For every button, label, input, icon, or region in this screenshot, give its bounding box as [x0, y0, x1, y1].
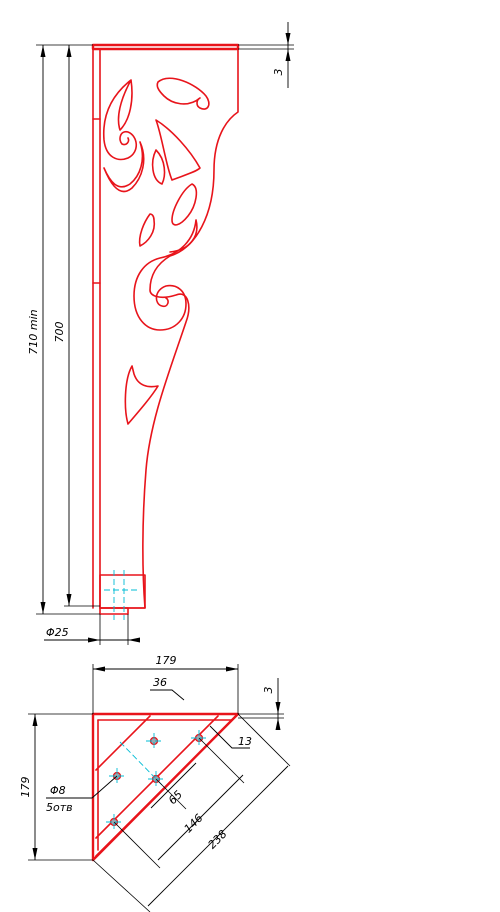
bracket-hole-centerline	[119, 741, 166, 789]
hole-callout-leader	[46, 775, 118, 799]
hole-count-label: 5отв	[46, 801, 73, 814]
dim-65-label: 65	[166, 788, 185, 807]
dim-36-leader	[150, 689, 185, 701]
ext-diag-3	[113, 821, 161, 869]
dim-179v-arrow-bottom	[32, 848, 38, 860]
dim-b3-label: 3	[262, 687, 275, 694]
cutout-top-leaf	[156, 77, 210, 110]
dim-179h-arrow-left	[93, 666, 105, 672]
dim-phi25-label: Φ25	[46, 626, 69, 639]
bracket-band-2	[95, 715, 237, 857]
dim-3-arrow-bottom	[285, 49, 291, 61]
ext-diag-1	[155, 778, 187, 810]
dim-179h-label: 179	[156, 654, 177, 667]
dim-710-label: 710 min	[27, 309, 40, 354]
dim-65-line	[150, 762, 197, 809]
dim-3-label: 3	[272, 69, 285, 76]
dim-700-arrow-bottom	[66, 594, 72, 606]
leg-dimensions: 710 min 700 3 Φ25	[27, 22, 294, 645]
bracket-band-1	[95, 715, 151, 771]
dim-36-label: 36	[153, 676, 167, 689]
dim-179v-label: 179	[19, 777, 32, 798]
cutout-left-scroll	[102, 79, 138, 161]
cutout-middle-scroll	[133, 219, 198, 331]
dim-700-label: 700	[53, 322, 66, 343]
dim-13-leader	[209, 725, 250, 749]
ext-diag-5	[92, 859, 151, 912]
dim-phi25-arrow-right	[128, 637, 140, 643]
dim-179h-arrow-right	[226, 666, 238, 672]
cutout-left-drop	[151, 149, 166, 185]
hole-diameter-label: Φ8	[50, 784, 66, 797]
cutout-center-petal	[155, 119, 201, 181]
dim-b3-arrow-bottom	[275, 718, 281, 730]
bracket-dimensions: 179 179 3 36 13 65 146 238 Φ8	[19, 654, 291, 912]
ext-diag-4	[237, 713, 291, 767]
cutout-small-diamond	[138, 213, 156, 247]
dim-710-arrow-bottom	[40, 602, 46, 614]
dim-146-line	[157, 774, 244, 861]
dim-146-label: 146	[182, 812, 206, 836]
leg-foot	[99, 574, 146, 609]
dim-phi25-arrow-left	[88, 637, 100, 643]
dim-700-arrow-top	[66, 45, 72, 57]
dim-3-arrow-top	[285, 33, 291, 45]
dim-710-arrow-top	[40, 45, 46, 57]
leg-view	[91, 43, 240, 620]
cutout-oval	[171, 183, 198, 226]
dim-13-label: 13	[238, 735, 252, 748]
ext-diag-2	[198, 737, 245, 784]
dim-179v-arrow-top	[32, 714, 38, 726]
cutout-lower-leaf	[124, 365, 159, 425]
hole-1	[146, 733, 162, 749]
leg-outer-profile	[99, 48, 239, 609]
dim-b3-arrow-top	[275, 702, 281, 714]
cutout-left-vine	[103, 141, 145, 193]
dim-238-line	[147, 765, 289, 907]
dim-238-label: 238	[206, 828, 230, 852]
